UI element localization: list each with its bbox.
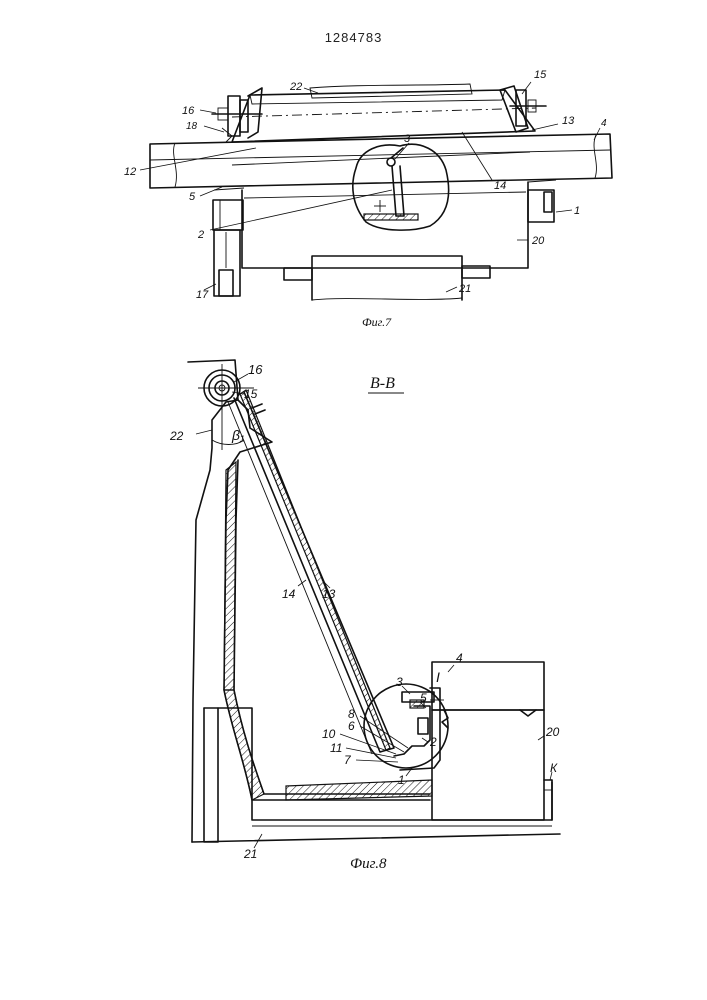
left-post-17 [213,188,244,296]
fig8-label-20: 20 [545,725,560,739]
fig7-label-21: 21 [458,283,471,295]
fig8-label-16: 16 [248,362,263,377]
fig8-label-10: 10 [322,727,336,741]
fig7-label-2: 2 [197,229,204,241]
screen-14-fig8 [240,390,390,750]
fig7-label-14: 14 [494,180,506,192]
beam-inner-line [232,152,530,165]
lever-2 [392,166,404,216]
fig7-label-16: 16 [182,105,195,117]
wall-hatch [224,462,236,690]
fig7-label-12: 12 [124,166,136,178]
right-bracket-1 [528,180,556,222]
fig8-label-4: 4 [456,651,463,665]
fig7-label-13: 13 [562,115,575,127]
fig8-label-22: 22 [169,429,184,443]
beam-right-break [594,135,596,178]
fig7-label-22: 22 [289,81,302,93]
fig8-label-11: 11 [330,741,342,755]
fig8-label-3: 3 [396,675,403,689]
fig8-label-1: 1 [398,773,405,787]
fig8-label-2: 2 [429,735,437,749]
frame-20-fig8 [432,662,552,820]
axis-line [232,108,536,117]
screen-top-band [250,90,505,104]
figure-8: 16 15 22 14 13 4 3 5 8 6 10 11 2 7 1 20 … [169,360,560,872]
base-21-left [204,708,218,842]
fig7-label-5: 5 [189,191,196,203]
fig8-label-14: 14 [282,587,296,601]
fig7-label-15: 15 [534,69,547,81]
fig8-label-21: 21 [243,847,257,861]
fig7-label-1: 1 [574,205,580,217]
fig8-label-13: 13 [322,587,336,601]
floor-hatch [286,780,432,800]
beam-left-break [174,143,177,187]
fig8-label-6: 6 [348,719,355,733]
fig7-label-18: 18 [186,121,198,132]
fig7-label-17: 17 [196,289,209,301]
base-plate [364,214,418,220]
pivot-3 [387,158,395,166]
section-label: В-В [370,375,395,392]
fig7-label-20: 20 [531,235,545,247]
fig8-label-5: 5 [420,691,427,705]
detail-label: I [436,669,440,685]
corner-hatch [224,690,264,800]
fig8-label-K: К [550,761,558,775]
beam-4 [150,134,612,188]
fig8-label-15: 15 [244,387,258,401]
fig7-label-3: 3 [404,133,411,145]
angle-label: β₁ [231,427,245,443]
fig7-label-4: 4 [601,118,607,129]
figure-7: 22 15 16 18 13 4 12 3 14 5 1 2 20 17 21 … [124,69,612,329]
fig8-label-7: 7 [344,753,352,767]
left-roller-16 [212,88,262,142]
fig8-caption: Фиг.8 [350,856,387,872]
fig7-caption: Фиг.7 [362,315,392,329]
